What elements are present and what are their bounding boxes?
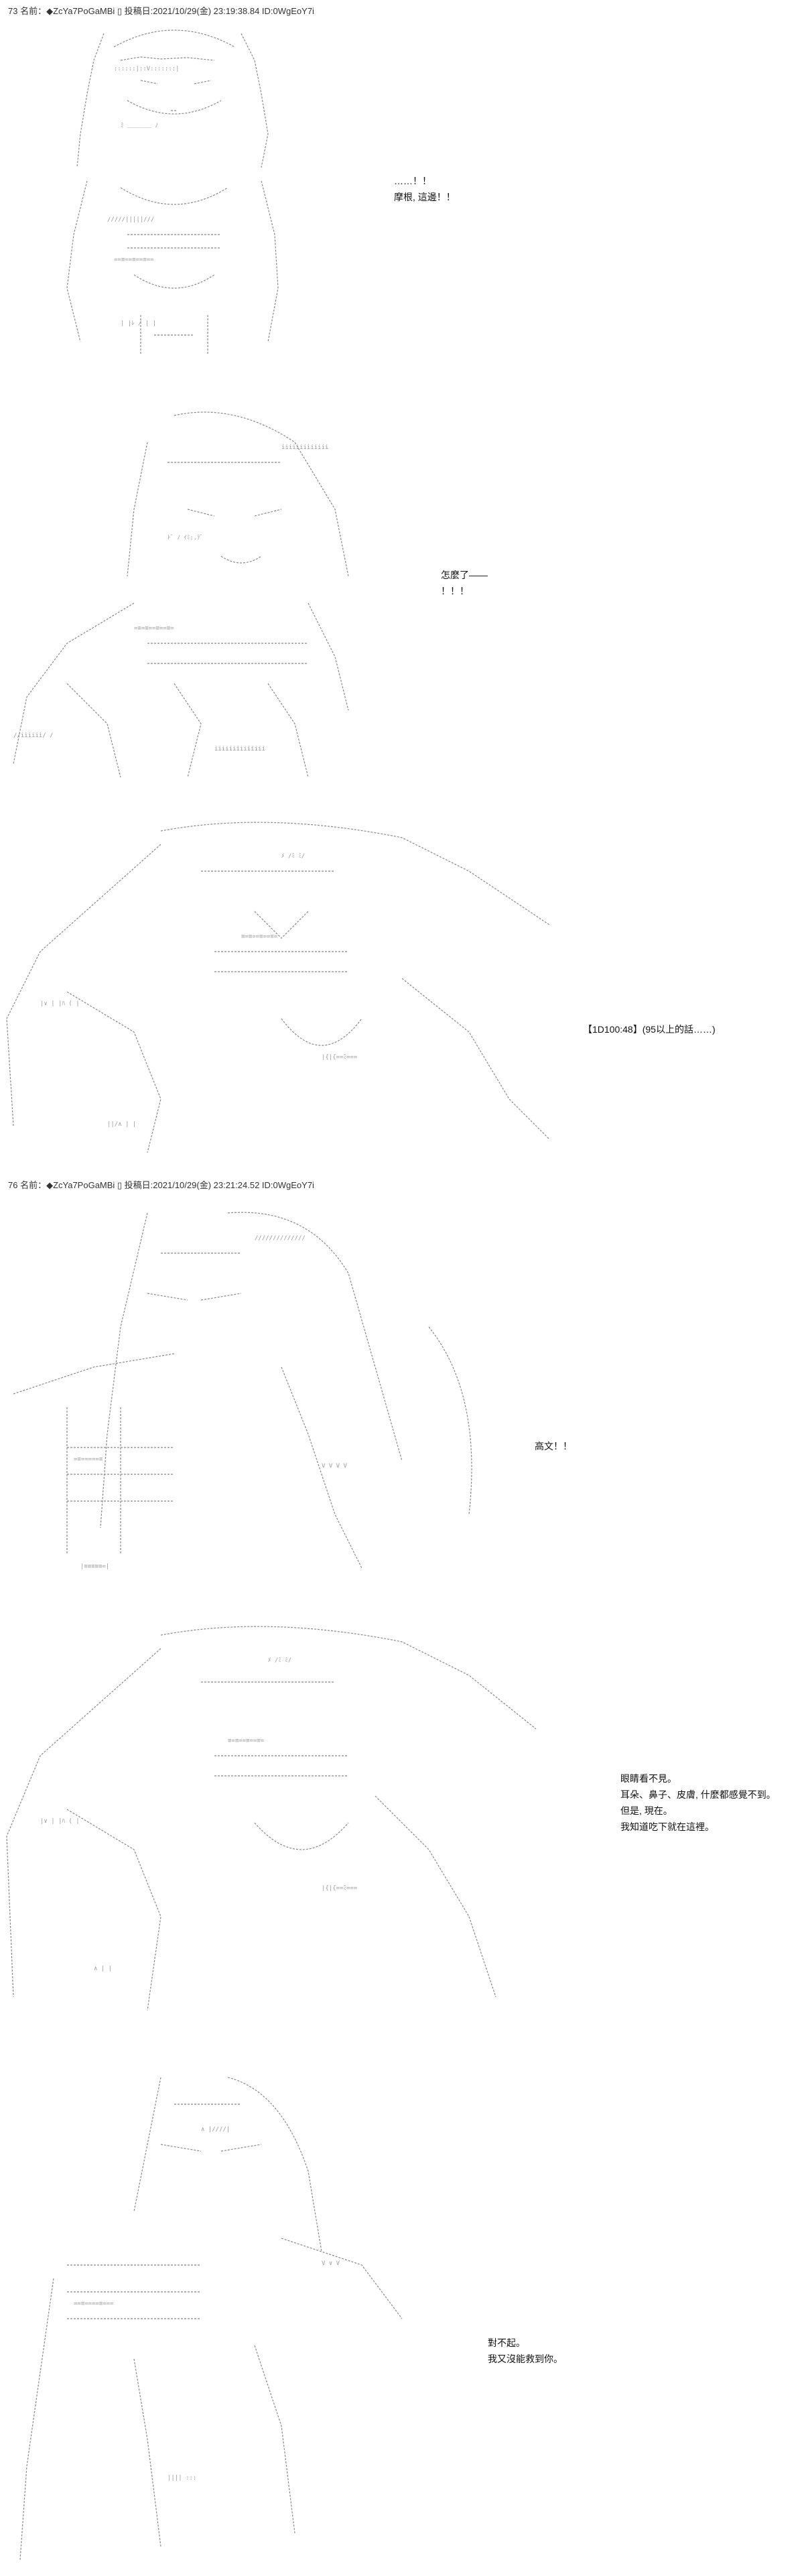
ascii-art-drawing: ﾒ /ﾐ ﾐ/ ≡=≡==≡==≡= |∨ | |ﾊ ( | |{|{==ﾐ==… <box>6 822 550 1153</box>
dialogue-line: 耳朵、鼻子、皮膚, 什麼都感覺不到。 <box>620 1789 776 1800</box>
svg-text://///|||||///: /////|||||/// <box>107 216 154 223</box>
dialogue-box: 眼睛看不見。 耳朵、鼻子、皮膚, 什麼都感覺不到。 但是, 現在。 我知道吃下就… <box>620 1770 776 1835</box>
dialogue-line: 眼睛看不見。 <box>620 1773 677 1784</box>
dialogue-line: 怎麼了—— <box>441 570 488 580</box>
svg-text:ﾄﾞ ﾉ ｲﾐ:.ﾃﾞ: ﾄﾞ ﾉ ｲﾐ:.ﾃﾞ <box>168 534 203 541</box>
svg-text:=≡=====≡: =≡=====≡ <box>74 1456 103 1463</box>
svg-text:≡=≡==≡==≡=: ≡=≡==≡==≡= <box>241 933 278 940</box>
svg-text:V V V V: V V V V <box>322 1463 348 1470</box>
ascii-art-figure-3: ﾒ /ﾐ ﾐ/ ≡=≡==≡==≡= |∨ | |ﾊ ( | |{|{==ﾐ==… <box>0 818 576 1166</box>
svg-text:|||| :::: |||| ::: <box>168 2475 196 2482</box>
post-header: 76 名前：◆ZcYa7PoGaMBi ▯ 投稿日:2021/10/29(金) … <box>8 1180 314 1190</box>
dialogue-line: 我又沒能救到你。 <box>488 2354 563 2364</box>
ascii-art-drawing: ﾒ /ﾐ ﾐ/ ≡=≡==≡==≡= |∨ | |ﾊ ( | |{|{==ﾐ==… <box>6 1626 537 2011</box>
dialogue-line: 對不起。 <box>488 2337 525 2348</box>
ascii-art-drawing: ::::::|::V:::::::| ﾐ ＿＿＿＿ ﾉ /////|||||//… <box>66 29 279 355</box>
dialogue-line: 我知道吃下就在這裡。 <box>620 1821 714 1832</box>
ascii-art-drawing: ////////////// =≡=====≡ V V V V |≡≡≡≡≡=| <box>13 1212 472 1570</box>
svg-text:V ∨ V: V ∨ V <box>322 2260 340 2267</box>
svg-text:| |ﾚ / | |: | |ﾚ / | | <box>121 320 156 327</box>
svg-text:|∨ | |ﾊ ( |: |∨ | |ﾊ ( | <box>40 1818 80 1825</box>
svg-text:|{|{==ﾐ===: |{|{==ﾐ=== <box>322 1054 358 1061</box>
svg-text:|∨ | |ﾊ ( |: |∨ | |ﾊ ( | <box>40 1001 80 1007</box>
dialogue-line: ！！！ <box>441 586 469 596</box>
ascii-art-figure-2: iiiiiiiiiiiii ﾄﾞ ﾉ ｲﾐ:.ﾃﾞ =≡=≡==≡==≡= ii… <box>0 402 375 791</box>
svg-text:||/∧ | |: ||/∧ | | <box>107 1121 136 1128</box>
svg-text:ﾐ ＿＿＿＿ ﾉ: ﾐ ＿＿＿＿ ﾉ <box>121 123 158 129</box>
svg-text:|{|{==ﾐ===: |{|{==ﾐ=== <box>322 1885 358 1892</box>
dialogue-box: 對不起。 我又沒能救到你。 <box>488 2335 563 2367</box>
dialogue-box: 【1D100:48】(95以上的話……) <box>583 1021 716 1037</box>
svg-text:∧ |////|: ∧ |////| <box>201 2126 230 2133</box>
svg-text:|≡≡≡≡≡=|: |≡≡≡≡≡=| <box>80 1563 109 1570</box>
svg-text:ﾒ /ﾐ ﾐ/: ﾒ /ﾐ ﾐ/ <box>268 1657 291 1664</box>
ascii-art-drawing: ∧ |////| ==≡====≡=== V ∨ V |||| ::: <box>19 2077 403 2561</box>
ascii-art-figure-4: ////////////// =≡=====≡ V V V V |≡≡≡≡≡=| <box>0 1193 496 1608</box>
dialogue-box: ……！！ 摩根, 這邊！！ <box>394 173 456 205</box>
dialogue-line: 高文！！ <box>535 1441 572 1452</box>
svg-text://////////////: ////////////// <box>255 1235 306 1242</box>
dialogue-box: 高文！！ <box>535 1438 572 1454</box>
svg-text:iiiiiiiiiiiiii: iiiiiiiiiiiiii <box>214 746 265 753</box>
svg-text:iiiiiiiiiiiii: iiiiiiiiiiiii <box>281 444 328 451</box>
dialogue-line: ……！！ <box>394 176 431 186</box>
ascii-art-figure-5: ﾒ /ﾐ ﾐ/ ≡=≡==≡==≡= |∨ | |ﾊ ( | |{|{==ﾐ==… <box>0 1622 563 2037</box>
svg-text:::::::|::V:::::::|: ::::::|::V:::::::| <box>114 66 180 72</box>
post-header: 73 名前：◆ZcYa7PoGaMBi ▯ 投稿日:2021/10/29(金) … <box>8 6 314 16</box>
dialogue-box: 怎麼了—— ！！！ <box>441 567 488 599</box>
svg-text:==≡==≡==≡==: ==≡==≡==≡== <box>114 257 154 263</box>
dialogue-line: 【1D100:48】(95以上的話……) <box>583 1024 716 1035</box>
svg-text:=≡=≡==≡==≡=: =≡=≡==≡==≡= <box>134 625 174 632</box>
svg-text:≡=≡==≡==≡=: ≡=≡==≡==≡= <box>228 1738 265 1744</box>
svg-text://iiiiii/ /: //iiiiii/ / <box>13 732 54 739</box>
dialogue-line: 摩根, 這邊！！ <box>394 192 456 202</box>
ascii-art-figure-6: ∧ |////| ==≡====≡=== V ∨ V |||| ::: <box>0 2064 442 2573</box>
ascii-art-figure-1: ::::::|::V:::::::| ﾐ ＿＿＿＿ ﾉ /////|||||//… <box>40 20 308 369</box>
ascii-art-drawing: iiiiiiiiiiiii ﾄﾞ ﾉ ｲﾐ:.ﾃﾞ =≡=≡==≡==≡= ii… <box>13 411 349 778</box>
svg-text:ﾒ /ﾐ ﾐ/: ﾒ /ﾐ ﾐ/ <box>281 853 305 860</box>
svg-text:==≡====≡===: ==≡====≡=== <box>74 2301 114 2307</box>
dialogue-line: 但是, 現在。 <box>620 1805 673 1816</box>
svg-text:∧ | |: ∧ | | <box>94 1966 112 1972</box>
